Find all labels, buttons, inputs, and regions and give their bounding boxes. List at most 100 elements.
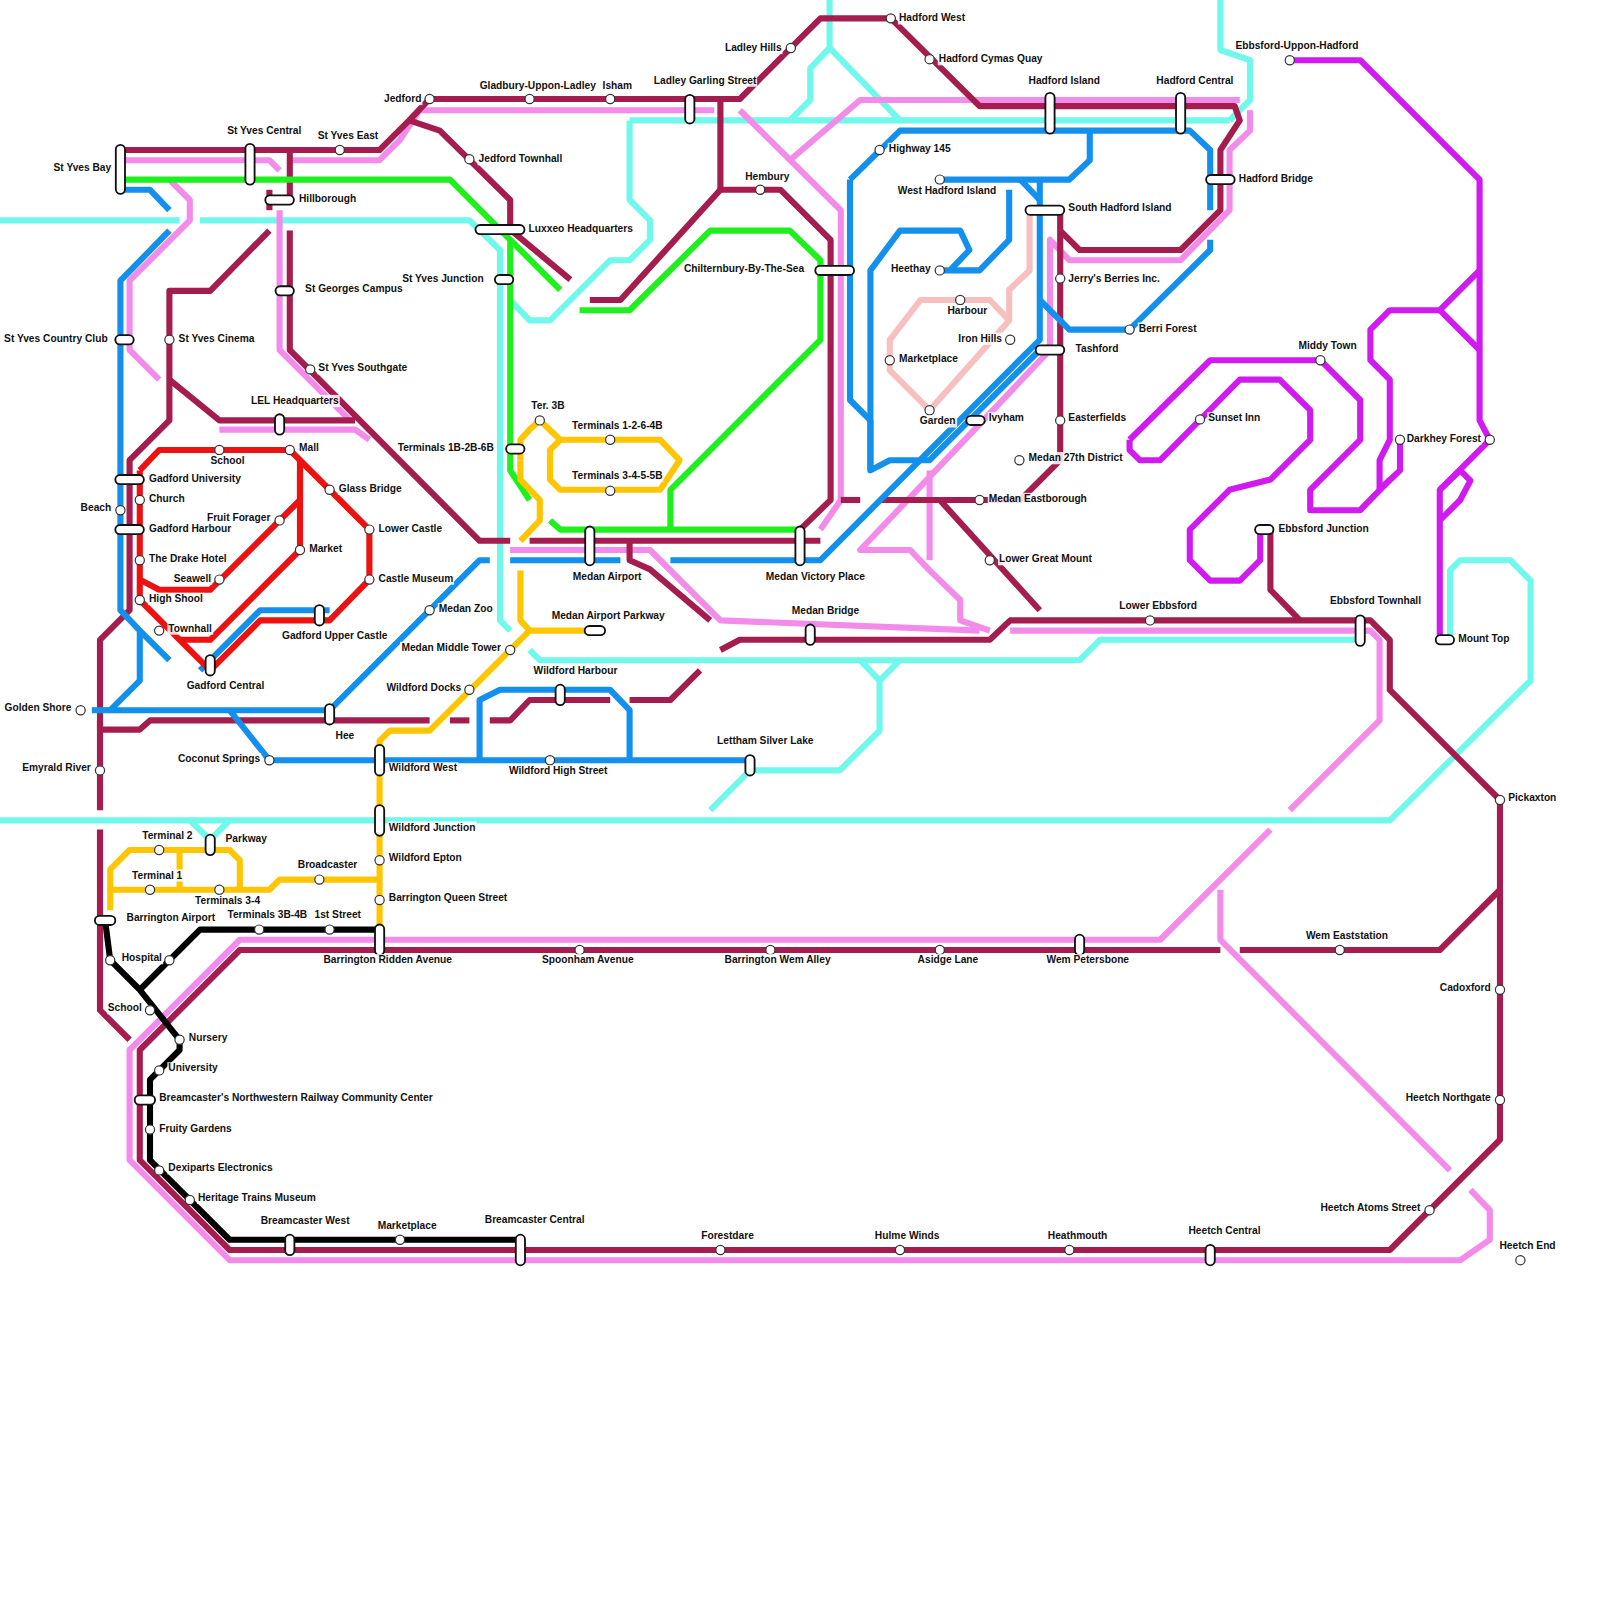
- route-line: [1020, 180, 1039, 200]
- station-dot: [1285, 56, 1294, 65]
- station-label: Asidge Lane: [917, 954, 980, 966]
- station-label: Golden Shore: [3, 702, 72, 714]
- station-dot: [786, 43, 795, 52]
- interchange-pill: [1206, 175, 1235, 184]
- station-label: Barrington Queen Street: [388, 892, 509, 904]
- station-dot: [106, 956, 115, 965]
- station-label: Terminal 1: [131, 869, 183, 881]
- station-label: St Yves Junction: [401, 272, 485, 284]
- station-label: Ter. 3B: [530, 400, 565, 412]
- station-dot: [275, 516, 284, 525]
- station-dot: [165, 335, 174, 344]
- station-dot: [215, 575, 224, 584]
- station-dot: [1316, 356, 1325, 365]
- station-dot: [1145, 616, 1154, 625]
- station-label: Tashford: [1074, 343, 1119, 355]
- interchange-pill: [325, 704, 334, 724]
- route-line: [287, 150, 293, 200]
- station-dot: [215, 885, 224, 894]
- route-line: [1240, 890, 1500, 950]
- station-label: Marketplace: [898, 353, 959, 365]
- route-line: [409, 120, 570, 279]
- route-line: [110, 880, 379, 911]
- station-label: Sunset Inn: [1207, 412, 1261, 424]
- interchange-pill: [375, 924, 384, 955]
- interchange-pill: [1176, 93, 1185, 134]
- station-dot: [116, 506, 125, 515]
- station-dot: [155, 1066, 164, 1075]
- station-label: Heritage Trains Museum: [197, 1192, 317, 1204]
- station-dot: [1056, 416, 1065, 425]
- station-dot: [295, 545, 304, 554]
- interchange-pill: [276, 286, 294, 295]
- station-label: Lettham Silver Lake: [716, 735, 814, 747]
- route-line: [480, 690, 630, 760]
- station-dot: [925, 406, 934, 415]
- station-label: Pickaxton: [1507, 792, 1557, 804]
- station-label: St Yves Country Club: [3, 333, 109, 345]
- route-line: [1440, 310, 1480, 350]
- station-label: Medan Eastborough: [988, 493, 1088, 505]
- station-label: Wildford West: [388, 762, 458, 774]
- route-line: [520, 460, 539, 541]
- station-label: Highway 145: [888, 143, 952, 155]
- interchange-pill: [815, 266, 854, 275]
- route-line: [0, 560, 1531, 820]
- station-label: Glass Bridge: [338, 483, 403, 495]
- station-dot: [1495, 1095, 1504, 1104]
- interchange-pill: [476, 225, 525, 234]
- station-label: Heetch Northgate: [1405, 1092, 1492, 1104]
- station-label: Wildford Epton: [388, 852, 463, 864]
- interchange-pill: [375, 805, 384, 836]
- station-label: Breamcaster Central: [484, 1214, 586, 1226]
- station-label: Wildford Docks: [385, 682, 462, 694]
- interchange-pill: [685, 95, 694, 124]
- station-label: St Yves East: [317, 130, 380, 142]
- station-dot: [875, 145, 884, 154]
- station-dot: [76, 706, 85, 715]
- station-label: Hadford West: [898, 12, 966, 24]
- station-dot: [1485, 435, 1494, 444]
- station-label: Marketplace: [377, 1219, 438, 1231]
- station-label: Gadford Central: [186, 680, 266, 692]
- station-label: Darkhey Forest: [1406, 433, 1482, 445]
- station-dot: [165, 956, 174, 965]
- station-dot: [155, 1166, 164, 1175]
- route-line: [1040, 240, 1210, 330]
- interchange-pill: [115, 475, 144, 484]
- station-dot: [425, 94, 434, 103]
- station-label: Mall: [298, 442, 320, 454]
- station-label: 1st Street: [313, 909, 362, 921]
- station-label: Heetch End: [1498, 1240, 1556, 1252]
- station-label: Medan Bridge: [791, 605, 861, 617]
- route-line: [110, 850, 240, 890]
- interchange-pill: [135, 1095, 155, 1104]
- interchange-pill: [1026, 206, 1065, 215]
- station-label: Hembury: [744, 170, 790, 182]
- station-dot: [425, 606, 434, 615]
- interchange-pill: [1075, 935, 1084, 955]
- station-label: Hadford Central: [1155, 74, 1234, 86]
- station-label: Ladley Garling Street: [653, 74, 758, 86]
- station-label: Ladley Hills: [724, 42, 783, 54]
- route-line: [940, 131, 1090, 180]
- route-line: [130, 180, 190, 380]
- station-dot: [1195, 415, 1204, 424]
- interchange-pill: [806, 624, 815, 644]
- interchange-pill: [115, 335, 133, 344]
- station-label: Castle Museum: [378, 572, 455, 584]
- station-dot: [315, 875, 324, 884]
- interchange-pill: [585, 626, 605, 635]
- station-label: Barrington Wem Alley: [724, 954, 832, 966]
- route-line: [230, 710, 750, 760]
- station-dot: [506, 645, 515, 654]
- station-dot: [306, 365, 315, 374]
- station-label: Ebbsford Townhall: [1329, 595, 1422, 607]
- station-dot: [1495, 795, 1504, 804]
- route-line: [100, 720, 430, 729]
- interchange-pill: [245, 144, 254, 185]
- station-label: Hospital: [121, 952, 163, 964]
- interchange-pill: [115, 525, 144, 534]
- route-line: [120, 160, 279, 170]
- station-dot: [255, 925, 264, 934]
